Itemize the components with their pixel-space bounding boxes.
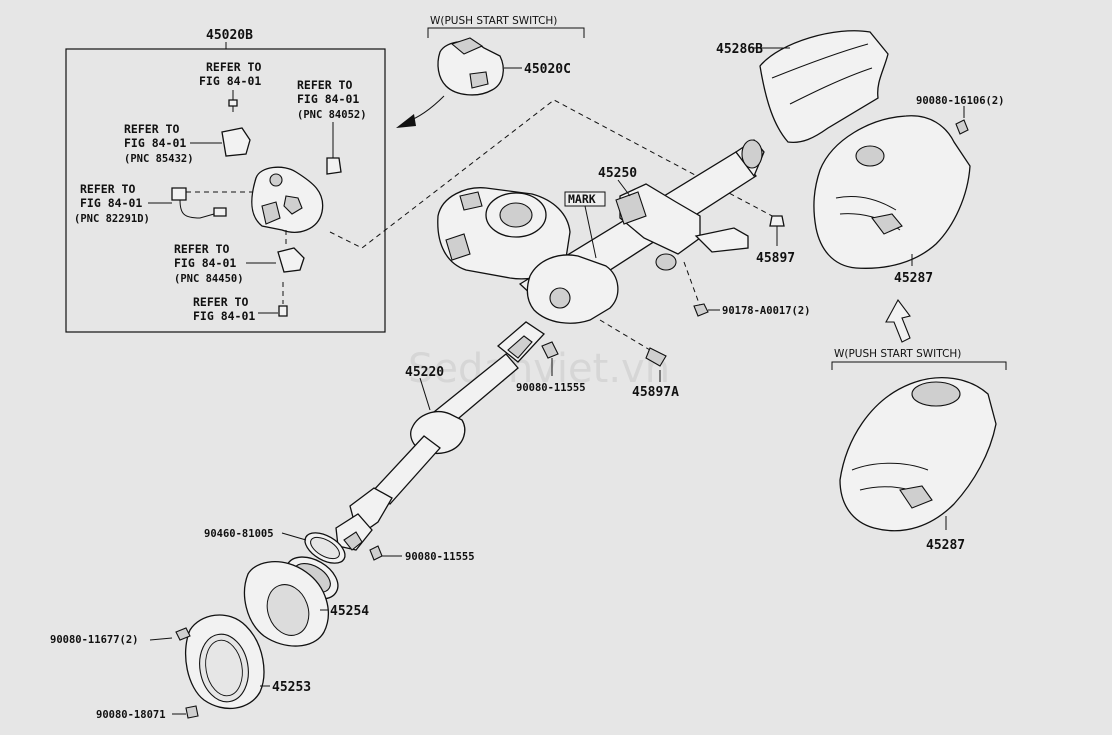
- label-45020B: 45020B: [206, 28, 253, 43]
- lower-seal-group: 90460-81005 45254 90080-11555 45253 9008…: [50, 528, 475, 721]
- ref-text-5c: (PNC 84450): [174, 273, 244, 285]
- label-45897A: 45897A: [632, 385, 679, 400]
- dashed-guide-line: [329, 99, 777, 249]
- label-45287-top: 45287: [894, 271, 933, 286]
- label-45897: 45897: [756, 251, 795, 266]
- ref-text-1a: REFER TO: [206, 60, 261, 74]
- screw-90080-16106: [955, 119, 969, 135]
- ref-text-2a: REFER TO: [297, 78, 352, 92]
- transponder-amp: [277, 247, 305, 273]
- ref-text-1b: FIG 84-01: [199, 74, 261, 88]
- ref-text-6a: REFER TO: [193, 295, 248, 309]
- ref-text-5b: FIG 84-01: [174, 256, 236, 270]
- label-90080-11555-b: 90080-11555: [405, 551, 475, 563]
- label-wpush-right: W(PUSH START SWITCH): [834, 348, 961, 360]
- arrow-up: [885, 298, 911, 343]
- gear-housing: [526, 254, 619, 324]
- upper-cover-45286B: [759, 30, 889, 144]
- label-45286B: 45286B: [716, 42, 763, 57]
- nut-90178: [693, 303, 709, 317]
- bolt-90080-11677: [175, 627, 191, 641]
- ref-text-3a: REFER TO: [124, 122, 179, 136]
- push-start-switch-group: W(PUSH START SWITCH) 45020C: [396, 15, 585, 128]
- label-45254: 45254: [330, 604, 369, 619]
- ignition-switch-inset: 45020B REFER TO FIG 84-01 REFER TO FIG 8…: [65, 28, 386, 333]
- ref-text-4b: FIG 84-01: [80, 196, 142, 210]
- ref-text-3c: (PNC 85432): [124, 153, 194, 165]
- label-90080-11555-a: 90080-11555: [516, 382, 586, 394]
- housing-boss: [269, 173, 283, 187]
- bolt-90080-11555-b: [369, 545, 383, 561]
- bolt-90080-18071: [185, 705, 199, 719]
- label-45253: 45253: [272, 680, 311, 695]
- lower-cover-45287-bottom: [839, 377, 997, 532]
- label-90080-11677: 90080-11677(2): [50, 634, 139, 646]
- ref-text-4a: REFER TO: [80, 182, 135, 196]
- key-lock-switch: [221, 127, 251, 157]
- wire-plug: [213, 207, 227, 217]
- bolt-45897A: [645, 347, 667, 367]
- label-90080-16106: 90080-16106(2): [916, 95, 1005, 107]
- bolt-45897: [769, 215, 785, 227]
- label-mark: MARK: [568, 192, 596, 206]
- lower-cover-45287-top: [813, 115, 971, 269]
- screw-small-2: [278, 305, 288, 317]
- label-90178: 90178-A0017(2): [722, 305, 811, 317]
- tilt-lever: [694, 227, 749, 253]
- label-90460: 90460-81005: [204, 528, 274, 540]
- bolt-90080-11555-a: [541, 341, 559, 359]
- arrow-down-left: [396, 114, 416, 128]
- label-45250: 45250: [598, 166, 637, 181]
- column-covers-group: 45286B 90080-16106(2) 45287 W(PUSH START…: [716, 30, 1007, 553]
- connector: [171, 187, 187, 201]
- label-45020C: 45020C: [524, 62, 571, 77]
- sensor-clip: [326, 157, 342, 175]
- ref-text-4c: (PNC 82291D): [74, 213, 150, 225]
- label-45220: 45220: [405, 365, 444, 380]
- screw-small: [228, 99, 238, 107]
- label-90080-18071: 90080-18071: [96, 709, 166, 721]
- watermark: Sedanviet.vn: [408, 346, 670, 392]
- ref-text-2c: (PNC 84052): [297, 109, 367, 121]
- steering-column-assembly: 45250 MARK 45897 90178-A0017(2) 45897A 9…: [437, 139, 811, 400]
- ref-text-3b: FIG 84-01: [124, 136, 186, 150]
- label-wpush-top: W(PUSH START SWITCH): [430, 15, 557, 27]
- ref-text-6b: FIG 84-01: [193, 309, 255, 323]
- ref-text-5a: REFER TO: [174, 242, 229, 256]
- column-shaft-top: [741, 139, 763, 169]
- intermediate-shaft: 45220: [335, 321, 545, 551]
- label-45287-bottom: 45287: [926, 538, 965, 553]
- ref-text-2b: FIG 84-01: [297, 92, 359, 106]
